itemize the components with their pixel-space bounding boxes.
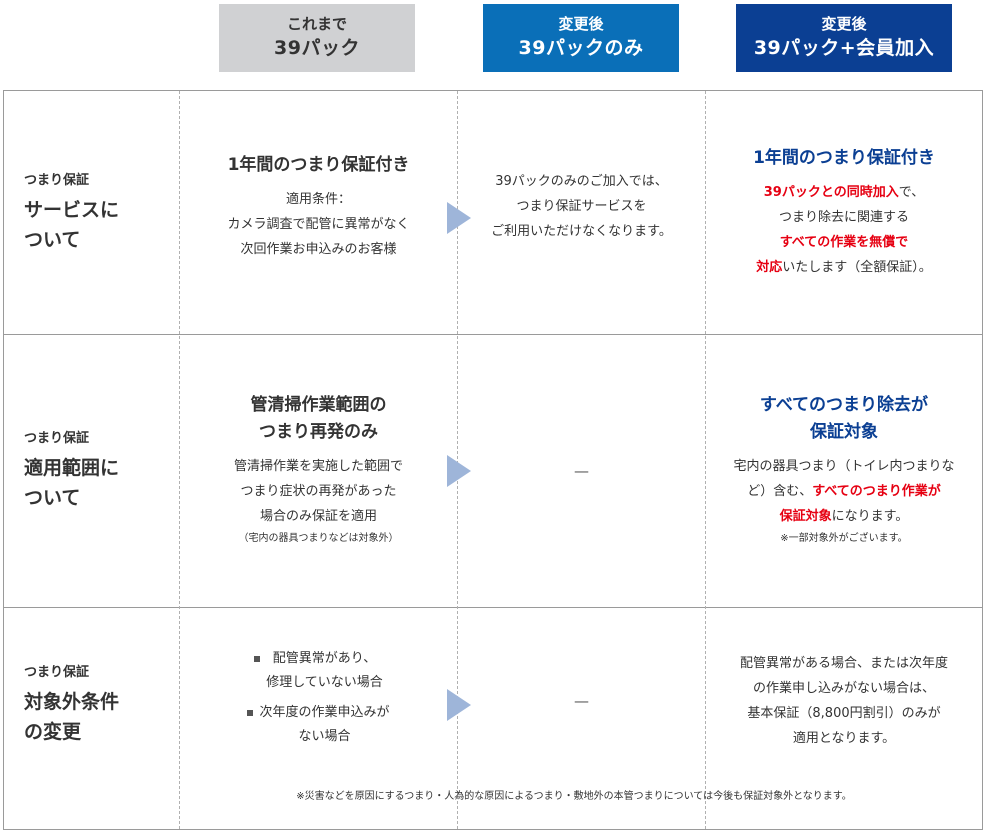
row-label-small: つまり保証: [24, 172, 90, 188]
bullet-text: ない場合: [298, 729, 351, 744]
cell-before-service: 1年間のつまり保証付き 適用条件： カメラ調査で配管に異常がなく 次回作業お申込…: [180, 91, 457, 334]
cell-text-rest: になります。: [831, 509, 909, 524]
header-after-pack-only: 変更後 39パックのみ: [483, 4, 679, 72]
cell-title: 保証対象: [810, 422, 878, 442]
cell-text: ど）含む、すべてのつまり作業が: [747, 479, 941, 504]
cell-after-member-service: 1年間のつまり保証付き 39パックとの同時加入で、 つまり除去に関連する すべて…: [706, 91, 982, 334]
row-label-big: ついて: [24, 486, 81, 509]
cell-text: 対応いたします（全額保証）。: [756, 255, 932, 280]
cell-text: つまり症状の再発があった: [240, 484, 397, 499]
cell-title: 管清掃作業範囲の: [250, 395, 387, 415]
cell-note: ※一部対象外がございます。: [780, 533, 908, 544]
bullet-square-icon: [247, 710, 254, 716]
header-after-pack-member-plan: 39パック+会員加入: [753, 37, 935, 59]
cell-text: 宅内の器具つまり（トイレ内つまりな: [733, 459, 955, 474]
header-before-plan: 39パック: [274, 37, 360, 59]
column-divider: [705, 91, 706, 829]
row-label-small: つまり保証: [24, 430, 90, 446]
highlight-text: すべての作業を無償で: [779, 235, 909, 250]
bullet-item: 次年度の作業申込みが ない場合: [247, 701, 390, 749]
row-label-big: ついて: [24, 228, 81, 251]
footnote: ※災害などを原因にするつまり・人為的な原因によるつまり・敷地外の本管つまりについ…: [296, 791, 852, 802]
header-after-pack-only-label: 変更後: [558, 15, 604, 33]
comparison-table: つまり保証 サービスに ついて 1年間のつまり保証付き 適用条件： カメラ調査で…: [3, 90, 983, 830]
row-label-big: の変更: [24, 721, 82, 743]
column-divider: [179, 91, 180, 829]
highlight-text: 39パックとの同時加入: [763, 185, 899, 200]
cell-title: 1年間のつまり保証付き: [227, 154, 410, 175]
header-after-pack-only-plan: 39パックのみ: [518, 37, 644, 59]
cell-after-member-scope: すべてのつまり除去が 保証対象 宅内の器具つまり（トイレ内つまりな ど）含む、す…: [706, 334, 982, 607]
highlight-text: すべてのつまり作業が: [812, 484, 941, 499]
header-after-pack-member: 変更後 39パック+会員加入: [736, 4, 952, 72]
cell-text-rest: いたします（全額保証）。: [782, 260, 932, 275]
cell-text: 基本保証（8,800円割引）のみが: [747, 706, 941, 721]
cell-text: すべての作業を無償で: [780, 230, 909, 255]
cell-text: 39パックとの同時加入で、: [764, 180, 924, 205]
arrow-right-icon: [447, 689, 471, 721]
cell-title: すべてのつまり除去が: [759, 395, 929, 415]
bullet-text: 配管異常があり、: [272, 651, 377, 666]
cell-after-only-scope: —: [458, 334, 705, 607]
cell-text-rest: で、: [898, 185, 925, 200]
dash-placeholder: —: [574, 692, 589, 710]
bullet-item: 配管異常があり、 修理していない場合: [254, 647, 383, 695]
arrow-right-icon: [447, 455, 471, 487]
cell-text: 配管異常がある場合、または次年度: [739, 656, 948, 671]
header-after-pack-member-label: 変更後: [821, 15, 867, 33]
row-divider: [4, 607, 982, 608]
cell-text-rest: ど）含む、: [747, 484, 813, 499]
cell-text: 場合のみ保証を適用: [259, 509, 377, 524]
row-divider: [4, 334, 982, 335]
cell-title: 1年間のつまり保証付き: [753, 148, 935, 168]
row-label-big: サービスに: [24, 198, 120, 221]
row-label-scope: つまり保証 適用範囲に ついて: [24, 334, 119, 607]
cell-before-exclusion: 配管異常があり、 修理していない場合 次年度の作業申込みが ない場合: [180, 607, 457, 795]
cell-text: 保証対象になります。: [780, 504, 909, 529]
highlight-text: 対応: [756, 260, 783, 275]
cell-text: 次回作業お申込みのお客様: [240, 241, 397, 257]
highlight-text: 保証対象: [779, 509, 832, 524]
cell-text: つまり除去に関連する: [778, 210, 909, 225]
arrow-right-icon: [447, 202, 471, 234]
cell-text: 適用となります。: [792, 731, 896, 746]
cell-title: つまり再発のみ: [259, 422, 378, 442]
cell-note: （宅内の器具つまりなどは対象外）: [238, 533, 399, 544]
header-before: これまで 39パック: [219, 4, 415, 72]
bullet-text: 修理していない場合: [266, 675, 383, 690]
cell-text: つまり保証サービスを: [516, 199, 647, 214]
cell-text: 39パックのみのご加入では、: [495, 174, 668, 189]
cell-before-scope: 管清掃作業範囲の つまり再発のみ 管清掃作業を実施した範囲で つまり症状の再発が…: [180, 334, 457, 607]
cell-text: ご利用いただけなくなります。: [491, 224, 672, 239]
cell-after-only-exclusion: —: [458, 607, 705, 795]
row-label-small: つまり保証: [24, 665, 90, 680]
cell-text: 管清掃作業を実施した範囲で: [233, 459, 403, 474]
row-label-big: 対象外条件: [24, 691, 120, 713]
cell-text: の作業申し込みがない場合は、: [752, 681, 935, 696]
cell-after-member-exclusion: 配管異常がある場合、または次年度 の作業申し込みがない場合は、 基本保証（8,8…: [706, 607, 982, 795]
dash-placeholder: —: [574, 461, 589, 480]
bullet-square-icon: [254, 656, 261, 662]
cell-text: カメラ調査で配管に異常がなく: [227, 216, 410, 232]
row-label-service: つまり保証 サービスに ついて: [24, 91, 119, 334]
header-before-label: これまで: [286, 15, 347, 33]
cell-text: 適用条件：: [285, 191, 351, 207]
row-label-big: 適用範囲に: [24, 456, 120, 479]
bullet-text: 次年度の作業申込みが: [259, 705, 390, 720]
cell-after-only-service: 39パックのみのご加入では、 つまり保証サービスを ご利用いただけなくなります。: [458, 91, 705, 334]
row-label-exclusion: つまり保証 対象外条件 の変更: [24, 607, 119, 803]
